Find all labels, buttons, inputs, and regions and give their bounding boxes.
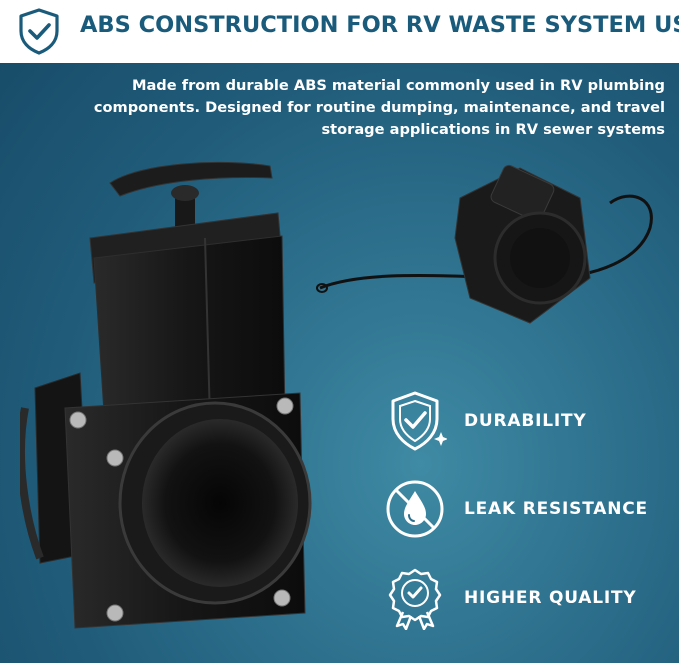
feature-leak-resistance: LEAK RESISTANCE	[383, 477, 648, 541]
feature-label: LEAK RESISTANCE	[464, 499, 648, 519]
header-bar: ABS CONSTRUCTION FOR RV WASTE SYSTEM USE	[0, 0, 679, 63]
feature-durability: DURABILITY	[383, 389, 587, 453]
feature-higher-quality: HIGHER QUALITY	[383, 566, 637, 630]
description-line: storage applications in RV sewer systems	[321, 121, 665, 138]
description-line: components. Designed for routine dumping…	[93, 99, 665, 116]
feature-label: HIGHER QUALITY	[464, 588, 637, 608]
shield-check-sparkle-icon	[391, 391, 447, 451]
shield-check-icon	[19, 8, 59, 55]
tether-cap-image	[316, 164, 653, 324]
description-line: Made from durable ABS material commonly …	[131, 77, 665, 94]
gate-valve-image	[20, 161, 312, 629]
description: Made from durable ABS material commonly …	[25, 75, 665, 141]
no-drop-icon	[386, 480, 444, 538]
quality-badge-icon	[388, 568, 442, 630]
feature-label: DURABILITY	[464, 411, 587, 431]
page-title: ABS CONSTRUCTION FOR RV WASTE SYSTEM USE	[80, 12, 679, 38]
